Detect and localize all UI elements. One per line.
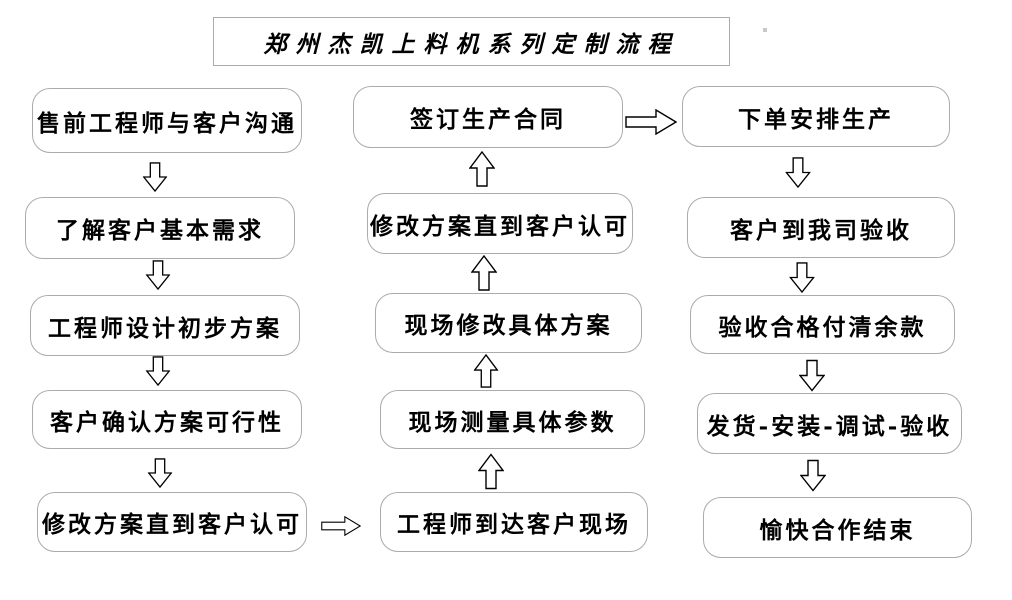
down-arrow-icon bbox=[145, 260, 171, 290]
step-onsite-measure-params: 现场测量具体参数 bbox=[380, 390, 645, 449]
down-arrow-icon bbox=[789, 262, 815, 293]
down-arrow-icon bbox=[800, 459, 826, 492]
up-arrow-icon bbox=[478, 453, 504, 490]
right-arrow-icon bbox=[321, 514, 361, 538]
step-understand-needs: 了解客户基本需求 bbox=[25, 197, 295, 259]
flowchart-title-box: 郑州杰凯上料机系列定制流程 bbox=[213, 17, 730, 66]
step-onsite-modify-plan: 现场修改具体方案 bbox=[375, 293, 642, 353]
step-revise-until-approved: 修改方案直到客户认可 bbox=[37, 492, 307, 552]
down-arrow-icon bbox=[145, 356, 171, 386]
up-arrow-icon bbox=[469, 151, 495, 187]
step-ship-install-debug-accept: 发货-安装-调试-验收 bbox=[697, 393, 962, 454]
down-arrow-icon bbox=[785, 157, 811, 188]
step-revise-onsite-until-approved: 修改方案直到客户认可 bbox=[367, 193, 633, 254]
up-arrow-icon bbox=[471, 255, 497, 291]
step-pay-balance: 验收合格付清余款 bbox=[690, 295, 955, 354]
step-presales-communication: 售前工程师与客户沟通 bbox=[32, 88, 302, 153]
down-arrow-icon bbox=[147, 458, 173, 488]
up-arrow-icon bbox=[473, 354, 499, 388]
step-happy-cooperation-end: 愉快合作结束 bbox=[703, 497, 972, 558]
right-arrow-icon bbox=[625, 109, 677, 135]
down-arrow-icon bbox=[799, 359, 825, 392]
step-engineer-arrives-site: 工程师到达客户现场 bbox=[380, 492, 648, 552]
step-order-production: 下单安排生产 bbox=[682, 86, 950, 147]
step-preliminary-design: 工程师设计初步方案 bbox=[30, 295, 300, 356]
stray-mark bbox=[763, 28, 767, 32]
down-arrow-icon bbox=[142, 162, 168, 192]
step-confirm-feasibility: 客户确认方案可行性 bbox=[32, 390, 302, 449]
step-sign-contract: 签订生产合同 bbox=[353, 86, 623, 148]
flowchart-title-text: 郑州杰凯上料机系列定制流程 bbox=[263, 30, 680, 58]
step-customer-acceptance-visit: 客户到我司验收 bbox=[687, 197, 955, 258]
